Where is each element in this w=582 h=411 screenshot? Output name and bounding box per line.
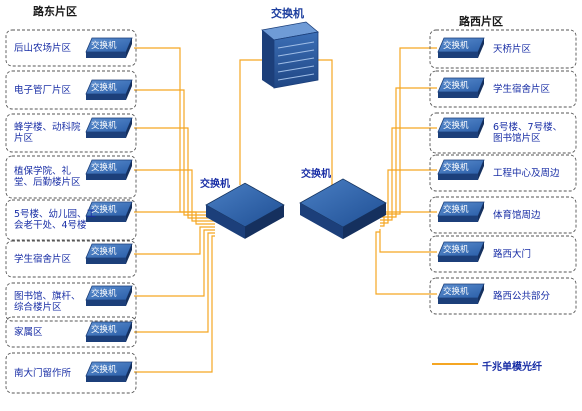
access-switch-icon (437, 159, 485, 180)
west-zone-box-5 (429, 235, 577, 273)
east-switch-1-label: 交换机 (91, 83, 117, 93)
access-switch-icon (85, 79, 133, 100)
east-zone-box-2 (5, 113, 137, 153)
east-hub-switch-icon (205, 182, 285, 239)
access-switch-icon (85, 201, 133, 222)
west-switch-3-label: 交换机 (443, 163, 469, 173)
fiber-east-6 (134, 229, 215, 297)
west-zone-box-6 (429, 277, 577, 315)
east-zone-label-5: 学生宿舍片区 (14, 253, 72, 265)
core-switch-title: 交换机 (271, 7, 304, 20)
east-switch-5-label: 交换机 (91, 247, 117, 257)
access-switch-icon (437, 241, 485, 262)
east-zone-label-6: 图书馆、旗杆、 综合楼片区 (14, 291, 81, 313)
west-hub-switch-icon (299, 178, 387, 240)
access-switch-icon (437, 283, 485, 304)
east-switch-7-label: 交换机 (91, 325, 117, 335)
east-switch-0-label: 交换机 (91, 41, 117, 51)
west-zone-label-5: 路西大门 (493, 248, 532, 260)
fiber-west-6 (375, 231, 437, 295)
east-switch-2-label: 交换机 (91, 121, 117, 131)
east-zone-label-3: 植保学院、礼 堂、后勤楼片区 (14, 166, 81, 188)
fiber-east-2 (134, 127, 215, 219)
west-switch-0-label: 交换机 (443, 41, 469, 51)
east-zone-label-7: 家属区 (14, 326, 43, 338)
east-zone-label-2: 蜂学楼、动科院 片区 (14, 122, 81, 144)
west-zone-label-1: 学生宿舍片区 (493, 83, 551, 95)
west-zone-box-1 (429, 70, 577, 108)
fiber-east-4 (134, 211, 215, 225)
west-region-title: 路西片区 (459, 15, 503, 28)
east-zone-box-8 (5, 352, 137, 394)
west-zone-label-6: 路西公共部分 (493, 290, 551, 302)
west-zone-box-2 (429, 112, 577, 154)
east-switch-8-label: 交换机 (91, 365, 117, 375)
east-switch-6-label: 交换机 (91, 289, 117, 299)
east-zone-label-4: 5号楼、幼儿园、工 会老干处、4号楼 (14, 209, 97, 231)
east-hub-label: 交换机 (200, 179, 230, 190)
fiber-core-to-west-hub (318, 59, 333, 185)
zone-boxes (5, 29, 577, 394)
fiber-core-to-east-hub (239, 59, 262, 185)
west-hub-label: 交换机 (301, 169, 331, 180)
east-zone-box-1 (5, 70, 137, 110)
access-switch-icon (85, 361, 133, 382)
access-switch-icon (85, 285, 133, 306)
fiber-links (134, 47, 478, 373)
access-switch-icon (85, 243, 133, 264)
east-region-title: 路东片区 (33, 5, 77, 18)
devices (85, 21, 485, 382)
west-switch-4-label: 交换机 (443, 205, 469, 215)
west-switch-1-label: 交换机 (443, 81, 469, 91)
east-switch-4-label: 交换机 (91, 205, 117, 215)
east-zone-label-8: 南大门留作所 (14, 367, 72, 379)
access-switch-icon (437, 77, 485, 98)
legend-label: 千兆单模光纤 (482, 362, 542, 373)
access-switch-icon (437, 201, 485, 222)
west-zone-label-2: 6号楼、7号楼、 图书馆片区 (493, 122, 563, 144)
fiber-east-5 (134, 226, 215, 255)
east-zone-box-6 (5, 282, 137, 322)
east-zone-label-1: 电子管厂片区 (14, 84, 72, 96)
core-server-rack-icon (261, 21, 319, 89)
west-zone-box-0 (429, 29, 577, 69)
fiber-east-3 (134, 169, 215, 222)
east-zone-label-0: 后山农场片区 (14, 42, 72, 54)
fiber-east-1 (134, 89, 215, 216)
east-zone-box-4 (5, 199, 137, 241)
west-switch-2-label: 交换机 (443, 121, 469, 131)
west-switch-5-label: 交换机 (443, 245, 469, 255)
access-switch-icon (85, 117, 133, 138)
access-switch-icon (85, 159, 133, 180)
east-switch-3-label: 交换机 (91, 163, 117, 173)
fiber-west-3 (380, 169, 437, 224)
fiber-west-2 (380, 127, 437, 221)
fiber-west-4 (380, 211, 437, 227)
east-zone-box-3 (5, 155, 137, 199)
west-switch-6-label: 交换机 (443, 287, 469, 297)
west-zone-box-3 (429, 154, 577, 192)
west-zone-label-4: 体育馆周边 (493, 209, 541, 221)
access-switch-icon (85, 37, 133, 58)
fiber-east-8 (134, 235, 215, 373)
west-zone-box-4 (429, 196, 577, 234)
access-switch-icon (85, 321, 133, 342)
fiber-west-0 (380, 47, 437, 215)
west-zone-label-0: 天桥片区 (493, 43, 532, 55)
access-switch-icon (437, 117, 485, 138)
fiber-west-5 (379, 229, 437, 253)
east-zone-box-7 (5, 316, 137, 348)
west-zone-label-3: 工程中心及周边 (493, 167, 560, 179)
fiber-east-0 (134, 47, 215, 213)
fiber-east-7 (134, 232, 215, 333)
access-switch-icon (437, 37, 485, 58)
